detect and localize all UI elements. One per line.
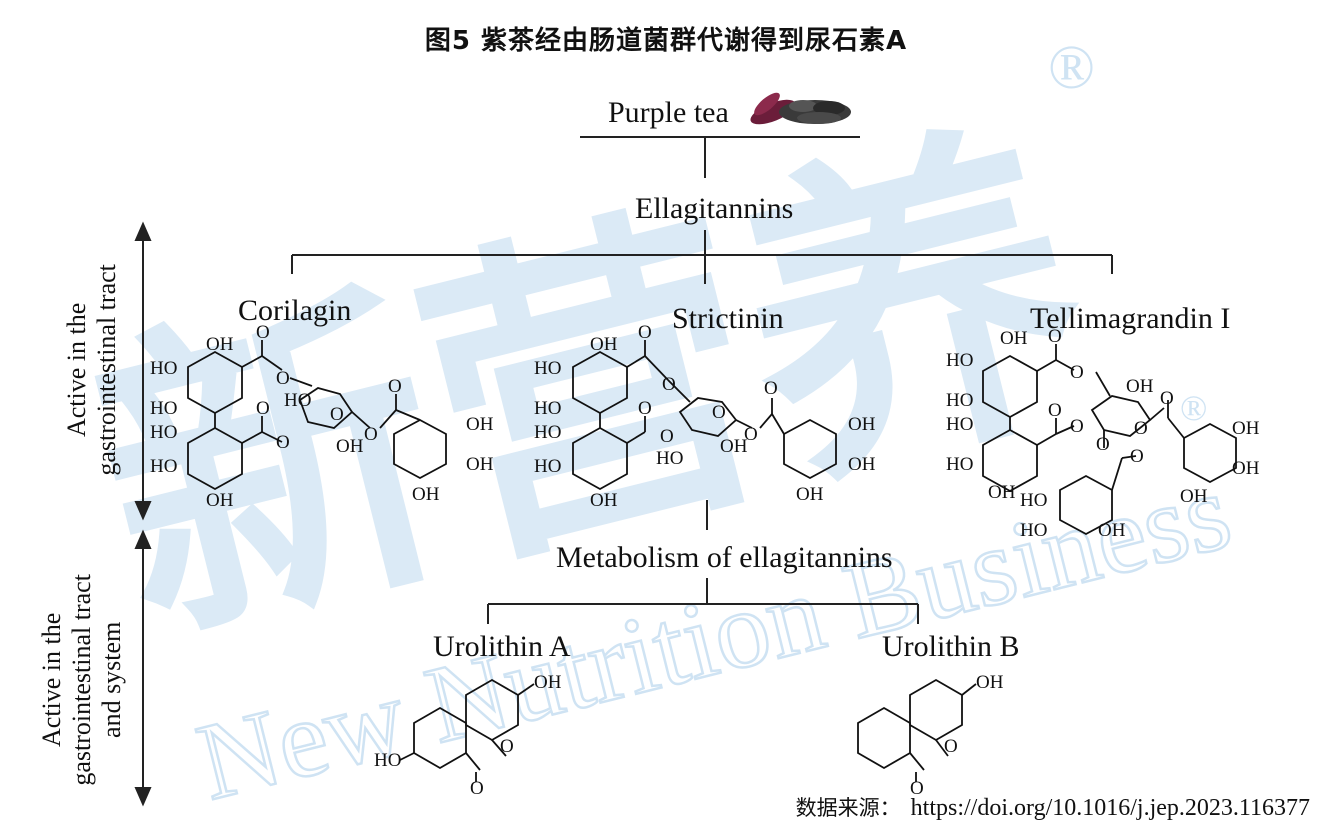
svg-text:O: O (1070, 416, 1084, 437)
source-label: 数据来源： (795, 796, 901, 820)
svg-text:O: O (256, 322, 270, 343)
node-metabolism: Metabolism of ellagitannins (556, 541, 893, 574)
svg-text:O: O (1130, 446, 1144, 467)
svg-text:OH: OH (534, 672, 562, 693)
svg-text:O: O (638, 322, 652, 343)
svg-text:O: O (330, 404, 344, 425)
svg-text:O: O (662, 374, 676, 395)
svg-text:HO: HO (150, 358, 177, 379)
svg-text:HO: HO (946, 414, 973, 435)
svg-text:O: O (944, 736, 958, 757)
watermark-registered-1: ® (1048, 34, 1095, 102)
svg-text:OH: OH (976, 672, 1004, 693)
svg-text:HO: HO (534, 456, 561, 477)
svg-text:HO: HO (284, 390, 311, 411)
structure-strictinin: OH HO HO HO HO OH O O O O O HO OH O O OH… (534, 322, 876, 511)
svg-text:OH: OH (206, 490, 234, 511)
svg-text:O: O (712, 402, 726, 423)
svg-text:O: O (638, 398, 652, 419)
svg-text:OH: OH (848, 414, 876, 435)
source-citation: 数据来源： https://doi.org/10.1016/j.jep.2023.… (796, 792, 1310, 822)
node-urolithin-b: Urolithin B (882, 630, 1020, 663)
svg-text:OH: OH (1126, 376, 1154, 397)
svg-text:HO: HO (374, 750, 401, 771)
svg-text:OH: OH (1232, 458, 1260, 479)
svg-text:O: O (276, 432, 290, 453)
node-ellagitannins: Ellagitannins (635, 192, 794, 225)
lower-arrow-head-top (134, 529, 152, 549)
structure-urolithin-b: OH O O (857, 672, 1004, 799)
svg-text:O: O (1048, 400, 1062, 421)
watermark-registered-2: ® (1180, 388, 1207, 428)
svg-text:O: O (764, 378, 778, 399)
svg-text:HO: HO (150, 398, 177, 419)
svg-text:OH: OH (466, 414, 494, 435)
svg-text:OH: OH (1098, 520, 1126, 541)
svg-text:O: O (660, 426, 674, 447)
svg-text:OH: OH (590, 490, 618, 511)
svg-text:OH: OH (466, 454, 494, 475)
svg-text:OH: OH (590, 334, 618, 355)
svg-text:OH: OH (206, 334, 234, 355)
figure-title: 图5 紫茶经由肠道菌群代谢得到尿石素A (424, 26, 908, 56)
svg-text:HO: HO (534, 398, 561, 419)
svg-text:HO: HO (1020, 490, 1047, 511)
purple-tea-leaf-icon (750, 92, 851, 125)
svg-text:HO: HO (534, 358, 561, 379)
svg-text:O: O (388, 376, 402, 397)
svg-text:OH: OH (796, 484, 824, 505)
svg-text:OH: OH (1180, 486, 1208, 507)
svg-text:O: O (500, 736, 514, 757)
svg-text:O: O (364, 424, 378, 445)
svg-text:O: O (256, 398, 270, 419)
upper-arrow-head-top (134, 221, 152, 241)
structure-tellimagrandin: OH O HO O OH HO O O O O HO OH O HO O OH … (946, 326, 1260, 541)
svg-text:HO: HO (1020, 520, 1047, 541)
svg-text:HO: HO (150, 422, 177, 443)
structure-urolithin-a: OH HO O O (374, 672, 562, 799)
svg-text:OH: OH (412, 484, 440, 505)
node-urolithin-a: Urolithin A (433, 630, 571, 663)
svg-text:HO: HO (150, 456, 177, 477)
svg-text:O: O (1048, 326, 1062, 347)
node-strictinin: Strictinin (672, 302, 784, 335)
svg-text:O: O (1134, 418, 1148, 439)
node-corilagin: Corilagin (238, 294, 352, 327)
svg-text:HO: HO (534, 422, 561, 443)
svg-text:O: O (1070, 362, 1084, 383)
svg-text:O: O (910, 778, 924, 799)
source-url[interactable]: https://doi.org/10.1016/j.jep.2023.11637… (910, 795, 1310, 821)
svg-text:O: O (276, 368, 290, 389)
svg-text:O: O (470, 778, 484, 799)
svg-text:OH: OH (720, 436, 748, 457)
svg-text:HO: HO (946, 390, 973, 411)
svg-text:O: O (1160, 388, 1174, 409)
svg-text:O: O (744, 424, 758, 445)
svg-text:OH: OH (1000, 328, 1028, 349)
svg-text:OH: OH (848, 454, 876, 475)
svg-text:OH: OH (336, 436, 364, 457)
svg-text:OH: OH (988, 482, 1016, 503)
svg-text:HO: HO (656, 448, 683, 469)
svg-text:OH: OH (1232, 418, 1260, 439)
lower-arrow-head-bottom (134, 787, 152, 807)
node-purple-tea: Purple tea (608, 96, 729, 129)
svg-text:HO: HO (946, 454, 973, 475)
svg-text:O: O (1096, 434, 1110, 455)
structure-corilagin: HO OH HO HO HO OH O O O HO O O OH O O OH… (150, 322, 494, 511)
svg-text:HO: HO (946, 350, 973, 371)
node-tellimagrandin: Tellimagrandin I (1030, 302, 1231, 335)
upper-arrow-head-bottom (134, 501, 152, 521)
